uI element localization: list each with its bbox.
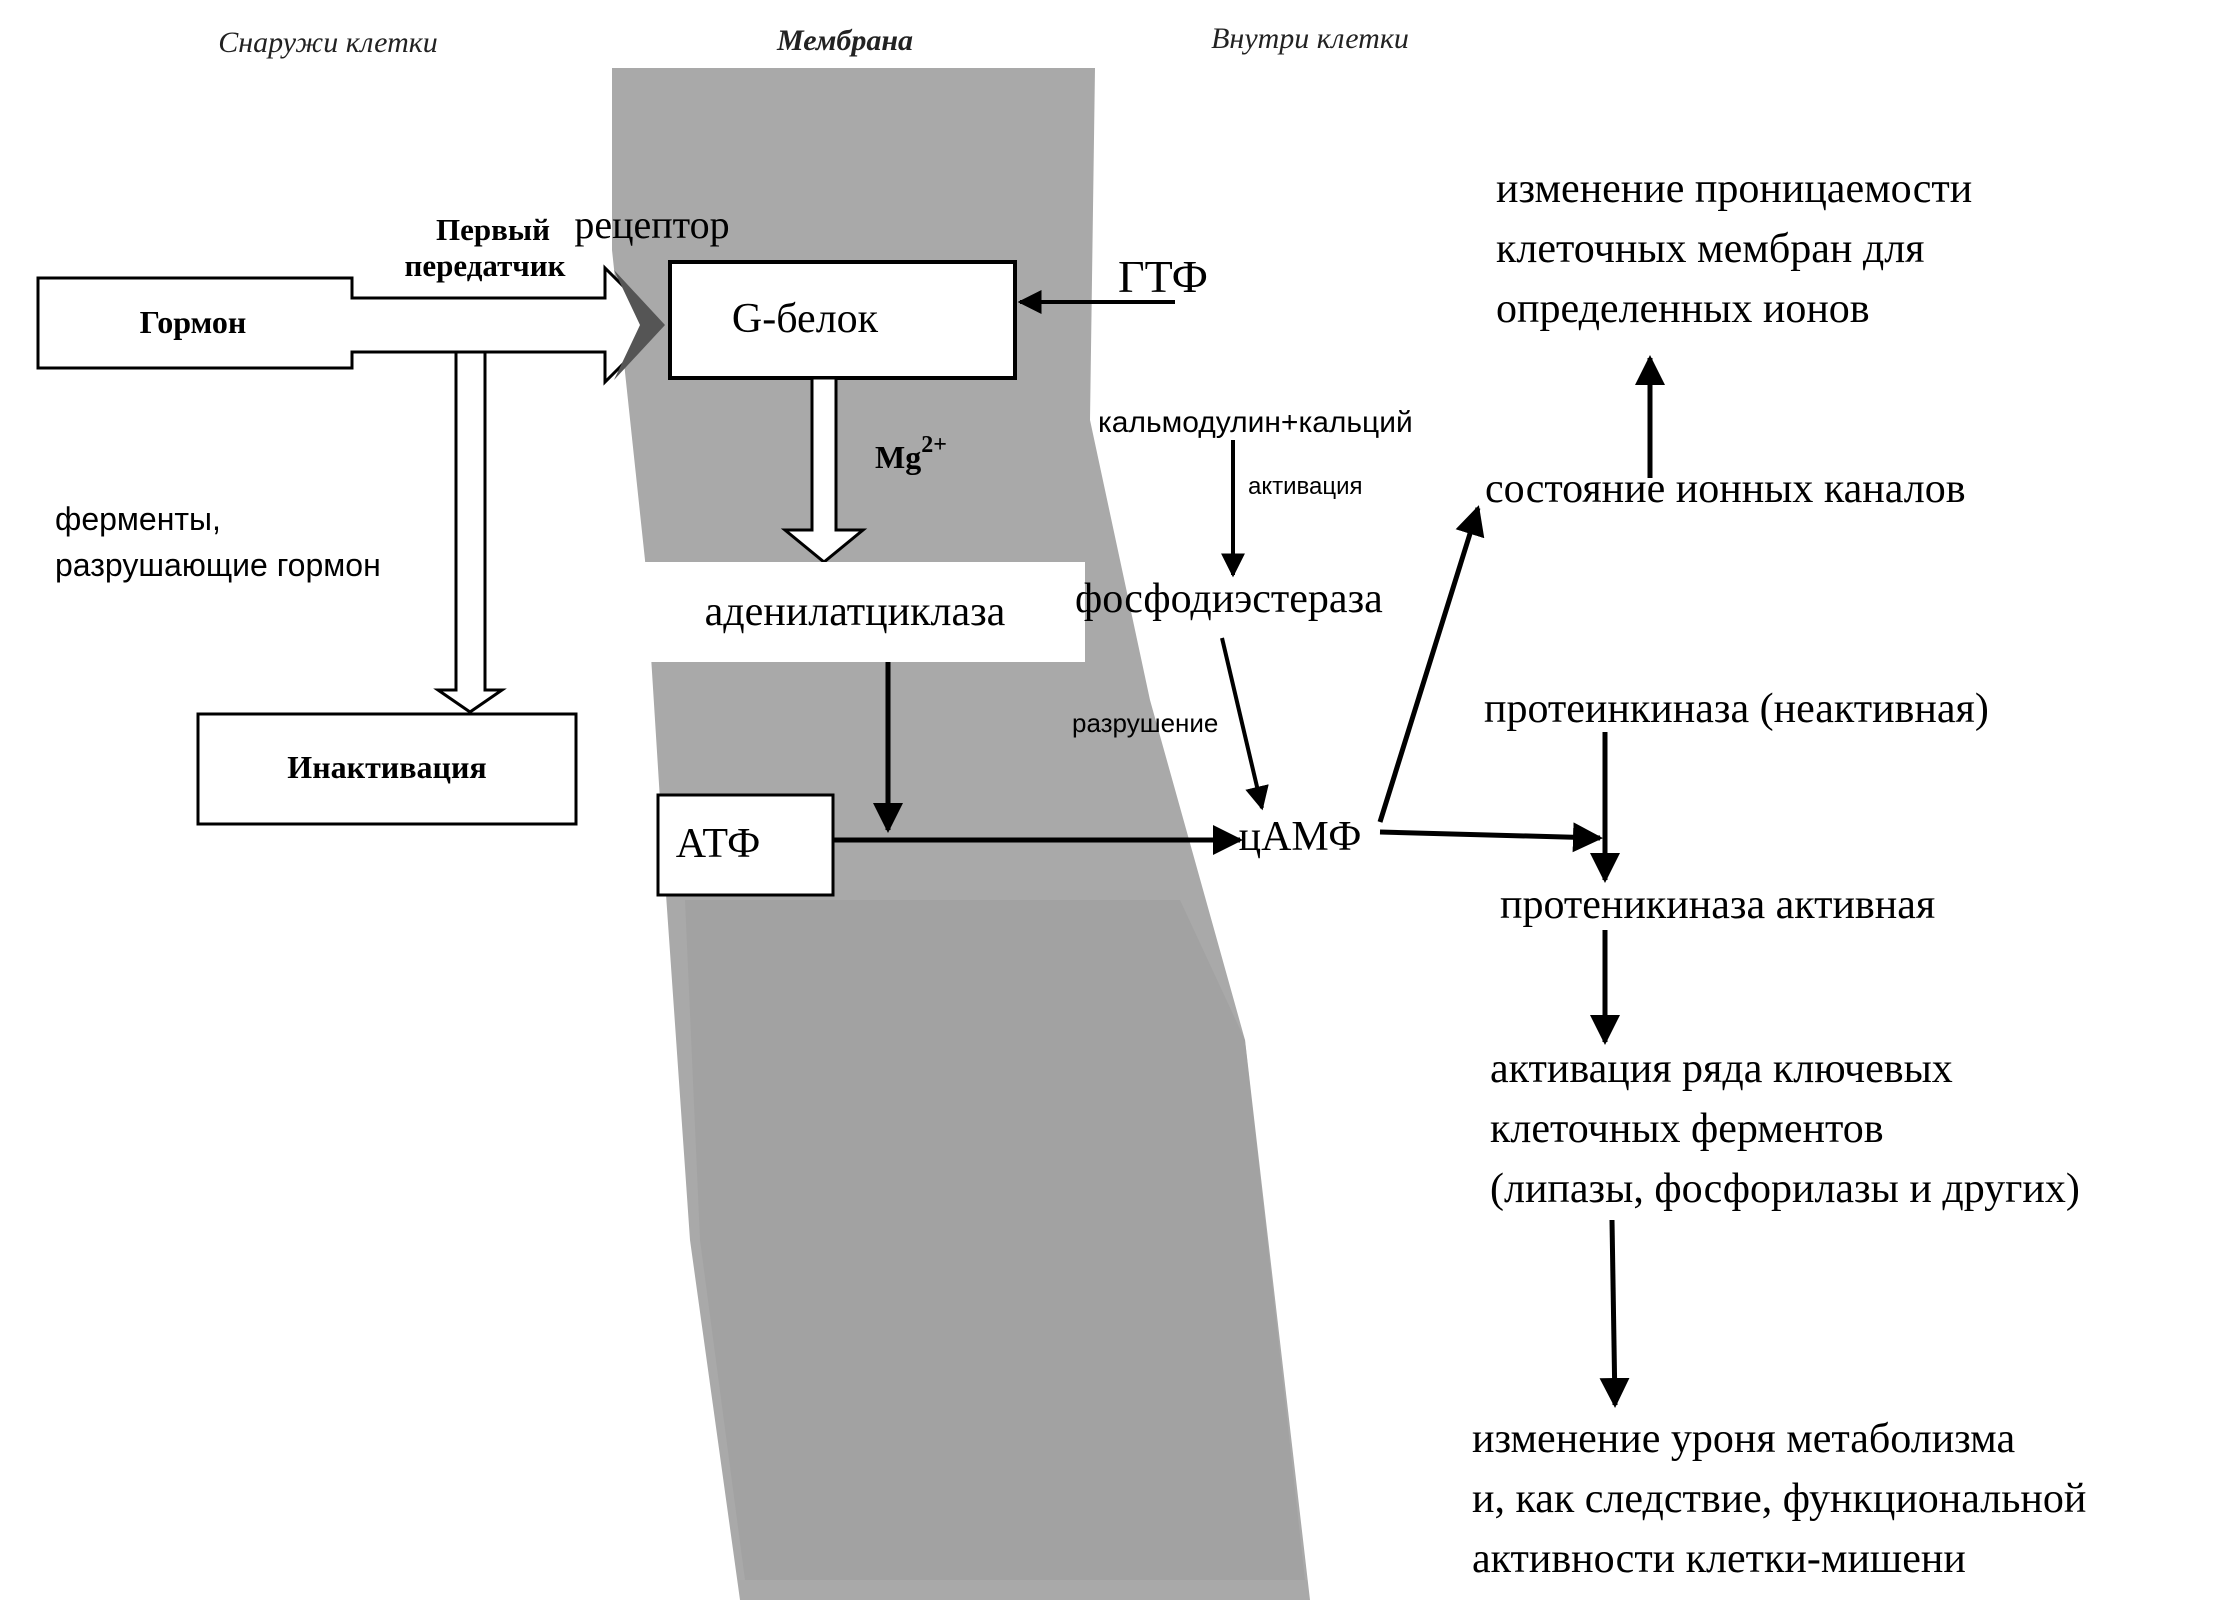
header-outside: Снаружи клетки [218, 26, 438, 59]
receptor-notch [614, 270, 665, 380]
adenylate-cyclase-label: аденилатциклаза [705, 589, 1006, 635]
enzymes-activation-line2: клеточных ферментов [1490, 1106, 1884, 1152]
membrane-lower-texture [685, 900, 1305, 1580]
mg-label: Mg2+ [875, 432, 947, 475]
first-messenger-line2: передатчик [404, 248, 565, 283]
destruction-label: разрушение [1072, 708, 1218, 738]
g-protein-label: G-белок [732, 296, 879, 342]
enzymes-to-metabolism-arrow [1599, 1219, 1630, 1408]
metabolism-line2: и, как следствие, функциональной [1472, 1476, 2086, 1522]
g-protein-down-arrow [780, 376, 868, 564]
metabolism-line3: активности клетки-мишени [1472, 1536, 1966, 1582]
header-inside: Внутри клетки [1211, 22, 1409, 55]
pk-inactive-label: протеинкиназа (неактивная) [1484, 686, 1989, 732]
header-membrane: Мембрана [776, 24, 913, 57]
atp-box [656, 793, 835, 897]
phosphodiesterase-arrow [1220, 637, 1269, 811]
mg-superscript: 2+ [921, 432, 947, 458]
mg-text: Mg [875, 439, 921, 475]
gtp-label: ГТФ [1118, 251, 1208, 302]
inactivation-box [196, 712, 578, 826]
camp-label: цАМФ [1239, 814, 1362, 860]
permeability-line2: клеточных мембран для [1496, 226, 1924, 272]
permeability-line1: изменение проницаемости [1496, 166, 1972, 212]
g-protein-box [668, 260, 1017, 380]
enzymes-label-line1: ферменты, [55, 501, 221, 537]
camp-to-pk-arrow [1379, 822, 1603, 853]
atp-label: АТФ [676, 821, 761, 867]
enzymes-activation-line1: активация ряда ключевых [1490, 1046, 1953, 1092]
hormone-label: Гормон [140, 304, 247, 340]
enzymes-label-line2: разрушающие гормон [55, 547, 381, 583]
pk-active-label: протеникиназа активная [1500, 882, 1935, 928]
enzymes-activation-line3: (липазы, фосфорилазы и других) [1490, 1166, 2080, 1212]
camp-to-channels-arrow [1377, 505, 1485, 823]
activation-label: активация [1248, 473, 1363, 500]
first-messenger-line1: Первый [436, 212, 550, 247]
permeability-line3: определенных ионов [1496, 286, 1870, 332]
receptor-label: рецептор [574, 202, 729, 247]
adenylate-cyclase-box [625, 562, 1085, 662]
inactivation-hollow-arrow [433, 350, 507, 714]
calmodulin-label: кальмодулин+кальций [1098, 406, 1413, 439]
ion-channels-label: состояние ионных каналов [1485, 466, 1966, 512]
phosphodiesterase-label: фосфодиэстераза [1075, 576, 1383, 622]
inactivation-label: Инактивация [287, 749, 486, 785]
metabolism-line1: изменение уроня метаболизма [1472, 1416, 2015, 1462]
hormone-arrow [36, 264, 665, 386]
